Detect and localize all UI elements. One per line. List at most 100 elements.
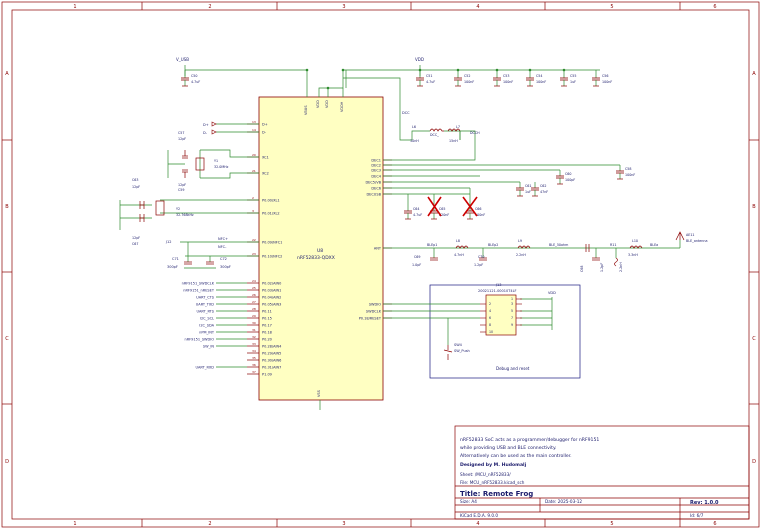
capacitor[interactable]: C58 100nF — [616, 165, 635, 180]
l9-ref: L9 — [518, 239, 522, 243]
debug-pin-number: 7 — [511, 316, 513, 320]
ic-pin-number: 33 — [252, 342, 256, 346]
c69-ref: C69 — [414, 255, 421, 259]
nfc-minus: NFC- — [218, 245, 227, 249]
ic-top-pins: VBUS VDD VDD VDDH — [304, 100, 344, 115]
cap-ref: C64 — [413, 207, 420, 211]
y2-value: 32.768kHz — [176, 213, 194, 217]
usb-net-arrows — [211, 121, 217, 135]
c67-ref: C67 — [132, 242, 139, 246]
rf-labels: BLEp1 BLEp2 BLE_50ohm BLEa L8 4.7nH L9 2… — [412, 233, 707, 272]
ic-pin-name: XC1 — [262, 155, 269, 159]
l9-value: 2.2nH — [516, 253, 526, 257]
ic-pin-name: DEC6 — [371, 186, 381, 190]
ic-pin-number: 14 — [252, 128, 256, 132]
ic-pin-name: P0.03/AIN1 — [262, 288, 281, 292]
tb-sheet: Sheet: /MCU_nRF52833/ — [460, 472, 511, 477]
ic-pin-name: DECUSB — [366, 192, 381, 196]
debug-pin-number: 3 — [511, 302, 513, 306]
ic-pin-number: 37 — [252, 370, 256, 374]
ic-pin-number: 31 — [252, 328, 256, 332]
reset-switch[interactable] — [443, 345, 453, 360]
debug-pin-number: 9 — [511, 323, 513, 327]
ic-pin-name: P0.17 — [262, 323, 272, 327]
col-number: 2 — [208, 4, 211, 10]
net-label: UART_RXD — [195, 365, 214, 369]
c72-value: 300pF — [220, 265, 231, 269]
dcdc-inductors — [429, 128, 461, 132]
note-line-3: Alternatively can be used as the main co… — [460, 453, 572, 459]
ic-pin-number: 13 — [252, 120, 256, 124]
ic-u8-body[interactable] — [258, 96, 384, 401]
ic-ref: U8 — [317, 248, 323, 254]
net-label: UART_RTS — [196, 309, 214, 313]
cap-ref: C58 — [625, 167, 632, 171]
ic-pin-name: P1.09 — [262, 372, 272, 376]
debug-pin-number: 5 — [511, 309, 513, 313]
ic-pin-name: P0.18 — [262, 330, 272, 334]
tb-file: File: MCU_nRF52833.kicad_sch — [460, 480, 525, 485]
c68-value: 1.2pF — [600, 263, 604, 272]
col-number: 1 — [73, 4, 76, 10]
col-number: 6 — [713, 4, 716, 10]
ic-pin-number: 32 — [252, 335, 256, 339]
ic-pin-number: 3 — [252, 209, 254, 213]
col-number: 5 — [610, 521, 613, 527]
ic-pin-number: 21 — [252, 169, 256, 173]
l8-value: 4.7nH — [454, 253, 464, 257]
net-label: nRF9151_SWDIO — [185, 337, 215, 341]
usb-dp-dm-labels: D+ D- — [203, 123, 209, 135]
cap-ref: C65 — [439, 207, 446, 211]
net-label: I2C_SCL — [200, 316, 214, 320]
rf-inductors — [430, 231, 685, 267]
c57-ref: C57 — [178, 131, 185, 135]
net-label: UART_TXD — [196, 302, 215, 306]
net-ble50: BLE_50ohm — [549, 243, 568, 247]
debug-connector[interactable] — [485, 294, 517, 336]
c63-ref: C63 — [132, 178, 139, 182]
ic-pin-number: 29 — [252, 314, 256, 318]
cap-ref: C54 — [536, 74, 543, 78]
capacitor[interactable]: C64 4.7uF — [404, 205, 422, 220]
y1-value: 32.0MHz — [214, 165, 229, 169]
ic-pin-vddh: VDDH — [340, 101, 344, 112]
col-number: 3 — [342, 4, 345, 10]
antenna-ref: AE11 — [686, 233, 695, 237]
ic-pin-name: ANT — [374, 246, 382, 250]
power-vdd: VDD — [415, 57, 424, 62]
cap-ref: C62 — [540, 184, 547, 188]
note-line-2: while providing USB and BLE connectivity… — [460, 445, 556, 451]
c70-ref: C70 — [478, 255, 485, 259]
nfc-section — [180, 241, 259, 269]
ic-pin-name: XC2 — [262, 171, 269, 175]
ic-pin-name: P0.30/AIN6 — [262, 358, 281, 362]
l7-value: 15nH — [449, 139, 458, 143]
note-line-1: nRF52833 SoC acts as a programmer/debugg… — [460, 437, 599, 443]
net-blea: BLEa — [650, 243, 658, 247]
note-designer: Designed by M. Hudomalj — [460, 462, 527, 468]
col-number: 3 — [342, 521, 345, 527]
ic-pin-name: P0.18/RESET — [359, 316, 382, 320]
ic-pin-name: DEC3 — [371, 168, 381, 172]
debug-caption: Debug and reset — [496, 366, 530, 371]
crystal-labels: C57 12pF C59 12pF Y1 32.0MHz C63 12pF C6… — [132, 131, 229, 246]
cap-value: 100nF — [625, 173, 635, 177]
debug-pin-number: 6 — [489, 316, 491, 320]
ic-pin-name: DEC5/VB — [365, 180, 381, 184]
net-label: nPM_INT — [199, 330, 215, 334]
tb-size: Size: A4 — [460, 499, 477, 504]
cap-value: 4.7uF — [413, 213, 422, 217]
ic-pin-name: DEC1 — [371, 158, 381, 162]
